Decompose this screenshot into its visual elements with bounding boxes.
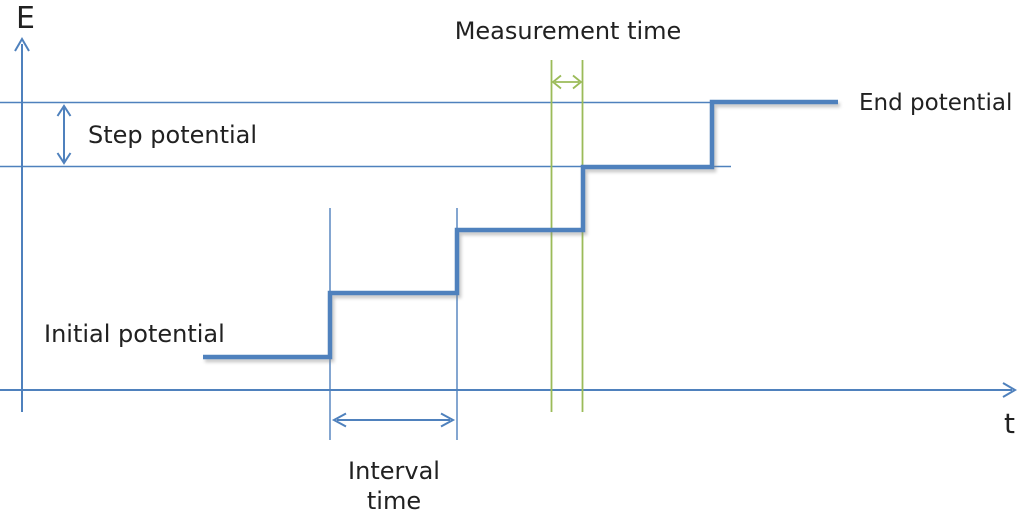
staircase-waveform: [203, 99, 838, 360]
t-axis-arrow-icon: [1002, 382, 1017, 398]
end-potential-label: End potential: [859, 90, 1013, 116]
e-axis-label: E: [16, 1, 35, 36]
interval-time-arrowhead-right-icon: [440, 412, 456, 428]
e-axis-arrow-icon: [14, 37, 30, 52]
step-potential-arrowhead-top-icon: [56, 104, 72, 117]
measurement-time-arrowhead-left-icon: [551, 74, 562, 90]
measurement-time-label: Measurement time: [454, 17, 682, 45]
initial-potential-label: Initial potential: [44, 320, 225, 348]
interval-time-arrowhead-left-icon: [331, 412, 347, 428]
step-potential-arrowhead-bottom-icon: [56, 152, 72, 165]
interval-time-label: Interval time: [348, 457, 440, 514]
step-potential-label: Step potential: [88, 121, 258, 149]
measurement-time-arrowhead-right-icon: [572, 74, 583, 90]
t-axis-label: t: [1004, 407, 1015, 440]
